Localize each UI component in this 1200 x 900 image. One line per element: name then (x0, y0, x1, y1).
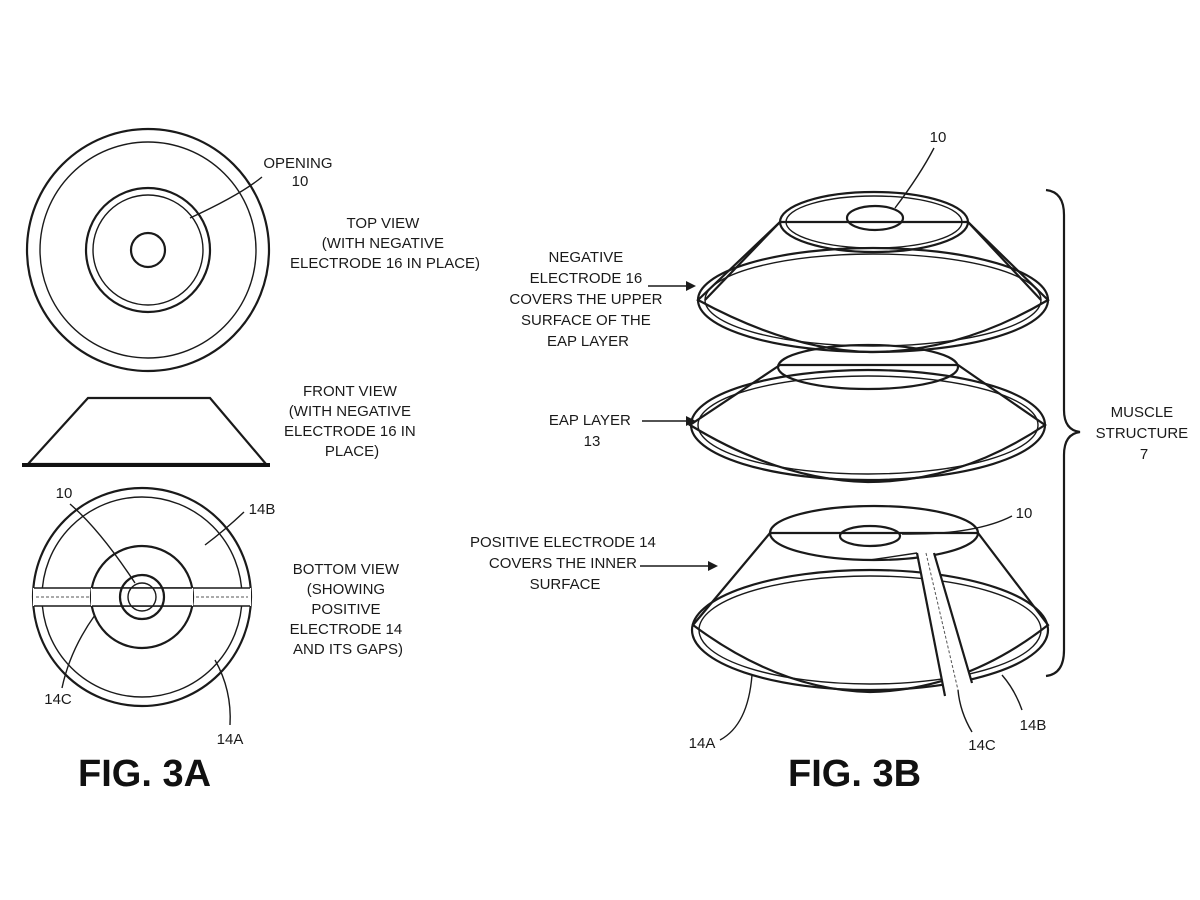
bottom-ref-14b: 14B (249, 501, 276, 518)
top-ref-10: 10 (930, 129, 947, 146)
bottom-ref-10: 10 (56, 485, 73, 502)
bottom-14c-leader (61, 614, 96, 689)
opening-label: OPENING 10 (263, 155, 336, 190)
bottom-view-disk (31, 486, 253, 708)
opening-leader (189, 176, 263, 219)
cone-14a-leader (719, 674, 753, 741)
bottom-ref-14a: 14A (217, 731, 244, 748)
cone-14b-leader (1001, 674, 1023, 711)
muscle-structure-label: MUSCLE STRUCTURE 7 (1096, 404, 1193, 463)
eap-layer-label: EAP LAYER 13 (549, 412, 635, 450)
negative-electrode-label: NEGATIVE ELECTRODE 16 COVERS THE UPPER S… (509, 249, 666, 350)
eap-layer-cone (687, 343, 1047, 484)
top-10-leader (894, 147, 935, 209)
fig-3a-title: FIG. 3A (78, 753, 211, 795)
top-view-disk (25, 127, 271, 373)
negative-electrode-cone (696, 190, 1050, 354)
cone-ref-14b: 14B (1020, 717, 1047, 734)
bottom-view-caption: BOTTOM VIEW (SHOWING POSITIVE ELECTRODE … (290, 561, 407, 658)
front-view-caption: FRONT VIEW (WITH NEGATIVE ELECTRODE 16 I… (284, 383, 420, 460)
cone-14c-leader (957, 689, 973, 733)
negative-electrode-arrow (648, 281, 696, 291)
positive-electrode-arrow (640, 561, 718, 571)
bottom-14a-leader (214, 659, 231, 726)
fig-3b-title: FIG. 3B (788, 753, 921, 795)
bottom-cone-ref-10: 10 (1016, 505, 1033, 522)
bottom-14b-leader (204, 511, 245, 546)
eap-layer-arrow (642, 416, 696, 426)
cone-ref-14c: 14C (968, 737, 996, 754)
cone-ref-14a: 14A (689, 735, 716, 752)
top-view-caption: TOP VIEW (WITH NEGATIVE ELECTRODE 16 IN … (290, 215, 480, 272)
bottom-cone-10-leader (901, 515, 1013, 535)
front-view-frustum (22, 396, 270, 467)
positive-electrode-label: POSITIVE ELECTRODE 14 COVERS THE INNER S… (470, 534, 660, 593)
bottom-ref-14c: 14C (44, 691, 72, 708)
muscle-structure-brace (1045, 188, 1081, 678)
bottom-10-leader (69, 503, 136, 584)
positive-electrode-cone (690, 504, 1050, 697)
